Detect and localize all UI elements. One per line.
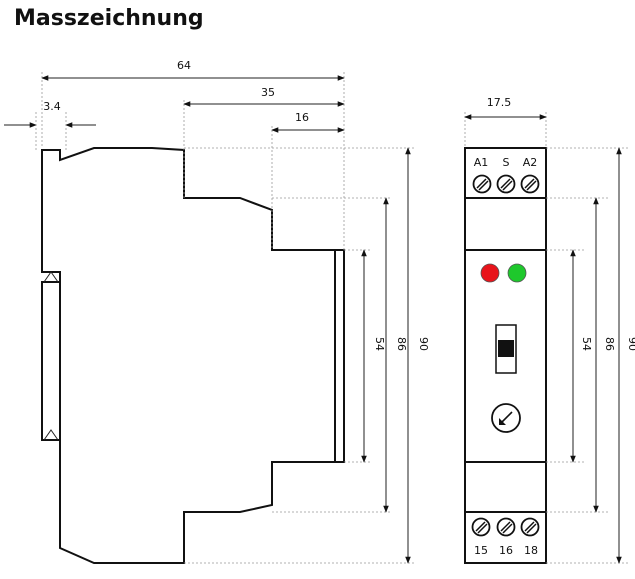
dim-front-height-overall: 90 <box>626 337 635 351</box>
front-housing <box>464 147 547 564</box>
dim-front-height-shoulder: 86 <box>603 337 616 351</box>
terminal-label-16: 16 <box>499 544 513 557</box>
side-view <box>41 147 345 564</box>
dim-rail-offset: 3.4 <box>43 100 61 113</box>
rail-notch-bottom <box>43 429 59 441</box>
adjustment-dial-icon <box>491 403 521 433</box>
screw-icon <box>496 517 516 537</box>
screw-icon <box>520 174 540 194</box>
top-terminal-labels: A1 S A2 <box>474 156 538 169</box>
terminal-label-s: S <box>503 156 510 169</box>
screw-icon <box>520 517 540 537</box>
front-dimension-labels: 17.5 90 86 54 <box>487 96 635 351</box>
terminal-label-a1: A1 <box>474 156 489 169</box>
rail-notch-top <box>43 271 59 283</box>
terminal-label-15: 15 <box>474 544 488 557</box>
front-view: A1 S A2 <box>464 147 547 564</box>
side-dimension-labels: 64 35 16 3.4 90 86 54 <box>43 59 430 351</box>
page-title: Masszeichnung <box>14 6 204 31</box>
led-green <box>507 263 527 283</box>
front-dimension-lines <box>464 114 622 564</box>
side-dimension-lines <box>4 75 411 564</box>
dim-front-step: 16 <box>295 111 309 124</box>
screw-icon <box>472 174 492 194</box>
led-red <box>480 263 500 283</box>
front-cover-plate <box>334 249 345 463</box>
dim-height-front: 54 <box>373 337 386 351</box>
bottom-terminal-screws <box>471 517 540 537</box>
top-terminal-screws <box>472 174 540 194</box>
terminal-label-18: 18 <box>524 544 538 557</box>
dim-overall-depth: 64 <box>177 59 191 72</box>
dim-height-overall: 90 <box>417 337 430 351</box>
dim-front-depth: 35 <box>261 86 275 99</box>
terminal-label-a2: A2 <box>523 156 538 169</box>
side-view-outline <box>41 147 336 564</box>
screw-icon <box>471 517 491 537</box>
bottom-terminal-labels: 15 16 18 <box>474 544 538 557</box>
side-extension-lines <box>41 72 414 564</box>
dim-front-width: 17.5 <box>487 96 512 109</box>
screw-icon <box>496 174 516 194</box>
dim-front-height-front: 54 <box>580 337 593 351</box>
selector-switch <box>495 324 517 374</box>
dim-height-shoulder: 86 <box>395 337 408 351</box>
